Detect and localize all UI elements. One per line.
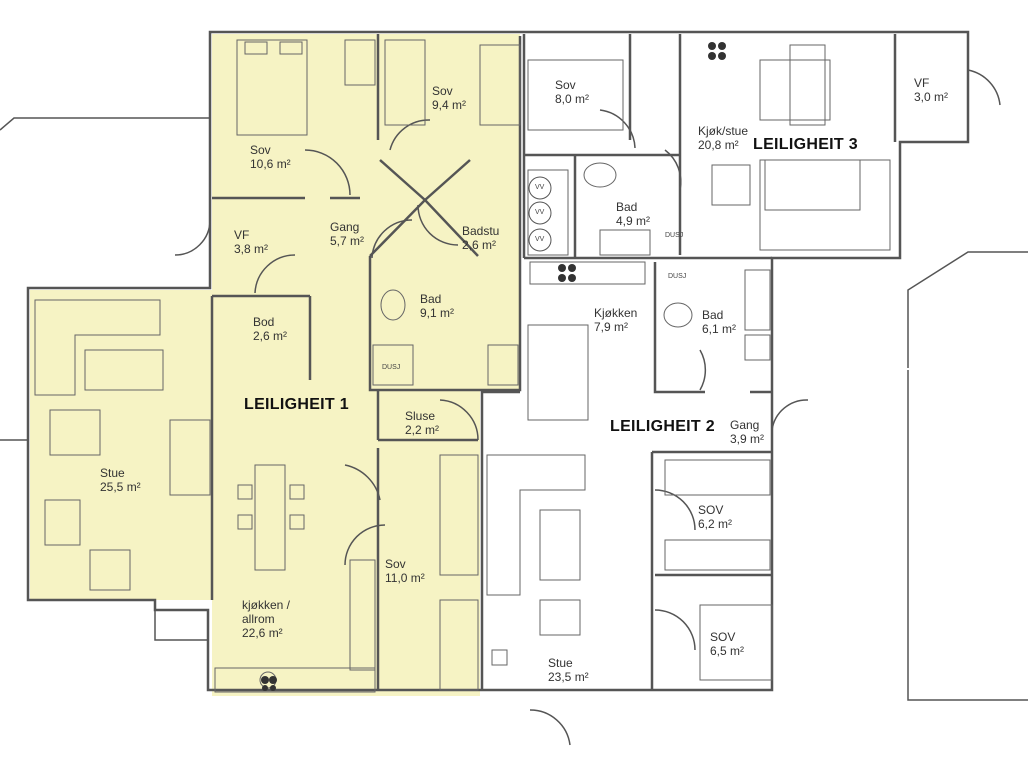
room-a1-sov-3: Sov 11,0 m²	[385, 557, 425, 585]
room-a2-sov-2: SOV 6,5 m²	[710, 630, 744, 658]
room-name: Sov	[555, 78, 576, 92]
room-area: 3,8 m²	[234, 242, 269, 256]
room-name: Sov	[432, 84, 453, 98]
water-heater-icons	[528, 176, 552, 252]
shower-label-a3: DUSJ	[665, 232, 684, 239]
shower-label-a1: DUSJ	[382, 364, 401, 371]
room-a1-kjokken: kjøkken / allrom 22,6 m²	[242, 598, 290, 640]
room-a1-sluse: Sluse 2,2 m²	[405, 409, 439, 437]
room-a1-sov-2: Sov 9,4 m²	[432, 84, 466, 112]
room-a1-badstu: Badstu 2,6 m²	[462, 224, 499, 252]
stove-icons	[261, 42, 726, 691]
apartment-2-label: LEILIGHEIT 2	[610, 418, 715, 435]
room-name: Sov	[250, 143, 271, 157]
room-a2-sov-1: SOV 6,2 m²	[698, 503, 732, 531]
room-a3-kjok-stue: Kjøk/stue 20,8 m²	[698, 124, 748, 152]
room-area: 23,5 m²	[548, 670, 589, 684]
room-name: VF	[234, 228, 250, 242]
room-name: SOV	[698, 503, 724, 517]
room-area: 2,6 m²	[462, 238, 497, 252]
room-area: 4,9 m²	[616, 214, 651, 228]
room-name: Sluse	[405, 409, 436, 423]
doors	[174, 69, 1001, 746]
room-area: 5,7 m²	[330, 234, 365, 248]
room-a1-bod: Bod 2,6 m²	[253, 315, 287, 343]
room-area: 22,6 m²	[242, 626, 283, 640]
walls	[26, 30, 970, 692]
room-area: 9,4 m²	[432, 98, 467, 112]
room-a1-vf: VF 3,8 m²	[234, 228, 268, 256]
room-a1-bad: Bad 9,1 m²	[420, 292, 454, 320]
room-name: Gang	[330, 220, 360, 234]
site-lines	[0, 117, 1028, 701]
room-name: Bad	[702, 308, 724, 322]
room-name: Kjøkken	[594, 306, 638, 320]
room-a2-stue: Stue 23,5 m²	[548, 656, 589, 684]
room-name: Bad	[616, 200, 638, 214]
room-name: Sov	[385, 557, 406, 571]
room-area: 10,6 m²	[250, 157, 291, 171]
room-name: VF	[914, 76, 930, 90]
room-area: 6,2 m²	[698, 517, 733, 531]
room-name: Gang	[730, 418, 760, 432]
room-area: 2,6 m²	[253, 329, 288, 343]
vv-label-2: VV	[535, 209, 545, 216]
room-a3-sov: Sov 8,0 m²	[555, 78, 589, 106]
apartment-3-label: LEILIGHEIT 3	[753, 136, 858, 153]
apartment-1-highlight	[30, 34, 520, 696]
room-name: Kjøk/stue	[698, 124, 749, 138]
room-a3-bad: Bad 4,9 m²	[616, 200, 650, 228]
room-area: 6,1 m²	[702, 322, 737, 336]
room-name: kjøkken /	[242, 598, 291, 612]
room-area: 9,1 m²	[420, 306, 455, 320]
room-name-line-2: allrom	[242, 612, 275, 626]
room-area: 6,5 m²	[710, 644, 745, 658]
room-area: 3,9 m²	[730, 432, 765, 446]
room-area: 20,8 m²	[698, 138, 739, 152]
room-area: 3,0 m²	[914, 90, 949, 104]
room-a2-gang: Gang 3,9 m²	[730, 418, 764, 446]
room-a3-vf: VF 3,0 m²	[914, 76, 948, 104]
shower-label-a2: DUSJ	[668, 273, 687, 280]
room-name: Bad	[420, 292, 442, 306]
room-a2-kjokken: Kjøkken 7,9 m²	[594, 306, 637, 334]
apartment-1-label: LEILIGHEIT 1	[244, 396, 349, 413]
room-name: Bod	[253, 315, 275, 329]
room-name: Stue	[100, 466, 125, 480]
room-area: 11,0 m²	[385, 571, 425, 585]
room-name: SOV	[710, 630, 736, 644]
room-a1-stue: Stue 25,5 m²	[100, 466, 141, 494]
room-area: 7,9 m²	[594, 320, 629, 334]
vv-label-3: VV	[535, 236, 545, 243]
room-name: Badstu	[462, 224, 500, 238]
room-area: 8,0 m²	[555, 92, 590, 106]
room-a1-gang: Gang 5,7 m²	[330, 220, 364, 248]
room-a2-bad: Bad 6,1 m²	[702, 308, 736, 336]
room-area: 2,2 m²	[405, 423, 440, 437]
room-name: Stue	[548, 656, 573, 670]
vv-label-1: VV	[535, 184, 545, 191]
room-area: 25,5 m²	[100, 480, 141, 494]
room-a1-sov-1: Sov 10,6 m²	[250, 143, 291, 171]
furniture	[34, 39, 891, 693]
